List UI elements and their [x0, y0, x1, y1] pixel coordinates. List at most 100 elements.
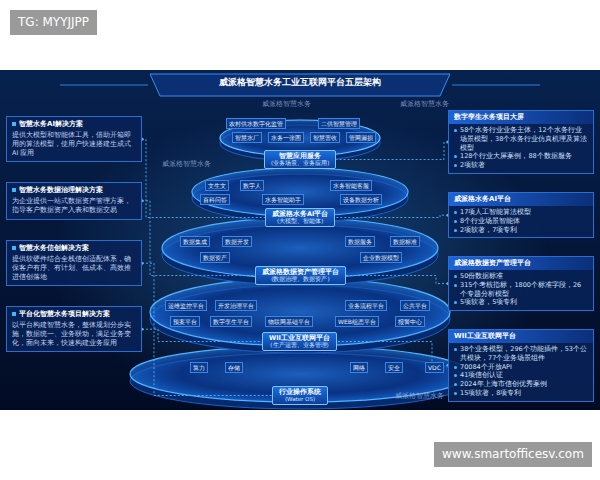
module-tile: 数据开发 — [222, 236, 252, 247]
module-tile: 数据标准 — [390, 236, 420, 247]
solution-panel: 平台化智慧水务项目解决方案以平台构建智慧水务，整体规划分步实施，数据统一、业务联… — [6, 306, 142, 352]
panel-heading: 威派格数据资产管理平台 — [262, 268, 339, 276]
panel-heading: 平台化智慧水务项目解决方案 — [12, 310, 136, 319]
connector-line — [336, 142, 448, 160]
panel-heading: WII工业互联网平台 — [449, 330, 593, 343]
diagram-title: 威派格智慧水务工业互联网平台五层架构 — [150, 77, 450, 88]
connector-line — [335, 215, 448, 217]
panel-body: (业务场景、业务应用) — [271, 160, 329, 167]
bullet-text: 50份数据标准 — [449, 272, 593, 281]
product-panel: 威派格水务AI平台17项人工智能算法模型8个行业场景智能体2项软著，7项专利 — [448, 192, 594, 238]
module-tile: 数据集成 — [180, 236, 210, 247]
panel-body: 以平台构建智慧水务，整体规划分步实施，数据统一、业务联动，满足业务变化，面向未来… — [12, 321, 136, 347]
diagram-ground — [0, 70, 600, 410]
module-tile: VDC — [425, 362, 444, 373]
tag-text: TG: MYYJJPP — [18, 14, 89, 31]
panel-heading: 智慧应用服务 — [271, 152, 329, 160]
module-tile: 农村供水数字化监管 — [226, 118, 286, 129]
product-panel: WII工业互联网平台 38个业务模型，296个功能插件，53个公共模块，77个业务… — [448, 329, 594, 402]
module-tile: WEB组态平台 — [335, 316, 379, 327]
panel-body: (大模型、智能体) — [272, 218, 328, 225]
module-tile: 预案平台 — [170, 316, 200, 327]
connector-line — [142, 263, 272, 395]
panel-heading: WII工业互联网平台 — [269, 334, 330, 342]
panel-body: (Water OS) — [279, 396, 321, 403]
layer-disk — [130, 346, 470, 402]
bullet-text: 2项软著，7项专利 — [449, 226, 593, 235]
module-tile: 二供智慧管理 — [318, 118, 360, 129]
bullet-text: 128个行业大屏案例，88个数据服务 — [449, 152, 593, 161]
bullet-text: 58个水务行业业务主体，12个水务行业场景模型，38个水务行业仿真机理及算法模型 — [449, 126, 593, 152]
panel-body: 提供大模型和智能体工具，借助开箱即用的算法模型，使用户快速搭建生成式 AI 应用 — [12, 131, 136, 157]
module-tile: 报警中心 — [395, 316, 425, 327]
panel-heading: 行业操作系统 — [279, 388, 321, 396]
title-rule — [452, 85, 540, 86]
module-tile: 水务智能助手 — [262, 194, 304, 205]
panel-body: 提供软硬件结合全栈信创适配体系，确保客户有序、有计划、低成本、高效推进信创落地 — [12, 255, 136, 281]
module-tile: 企业数据模型 — [360, 252, 402, 263]
module-tile: 开发治理平台 — [215, 300, 257, 311]
source-tag: TG: MYYJJPP — [10, 10, 97, 35]
module-tile: 业务流程平台 — [345, 300, 387, 311]
layer-label: 威派格数据资产管理平台(数据治理、数据资产) — [255, 266, 346, 285]
solution-panel: 智慧水务信创解决方案提供软硬件结合全栈信创适配体系，确保客户有序、有计划、低成本… — [6, 240, 142, 286]
connector-line — [346, 276, 448, 284]
panel-body: (数据治理、数据资产) — [262, 276, 339, 283]
bullet-text: 315个考核指标，1800个标准字段，26个专题分析模型 — [449, 281, 593, 299]
module-tile: 百科问答 — [200, 194, 230, 205]
bullet-text: 5项软著，5项专利 — [449, 298, 593, 307]
panel-heading: 智慧水务数据治理解决方案 — [12, 186, 136, 195]
bullet-text: 41项信创认证 — [449, 371, 593, 380]
bullet-text: 2项软著 — [449, 161, 593, 170]
module-tile: 水务一张图 — [268, 132, 304, 143]
connector-line — [142, 329, 262, 341]
layer-label: WII工业互联网平台(生产运营、业务管理) — [262, 332, 337, 351]
watermark: 威派格智慧水务 — [395, 392, 444, 401]
watermark: 威派格智慧水务 — [400, 100, 449, 109]
bullet-text: 17项人工智能算法模型 — [449, 208, 593, 217]
module-tile: 水务智能客服 — [330, 180, 372, 191]
product-panel: 数字孪生水务项目大屏 58个水务行业业务主体，12个水务行业场景模型，38个水务行… — [448, 110, 594, 174]
panel-body: (生产运营、业务管理) — [269, 342, 330, 349]
module-tile: 数字人 — [240, 180, 264, 191]
layer-disk — [162, 218, 438, 278]
module-tile: 公共平台 — [400, 300, 430, 311]
layer-label: 威派格水务AI平台(大模型、智能体) — [265, 208, 335, 227]
bullet-text: 38个业务模型，296个功能插件，53个公共模块，77个业务场景组件 — [449, 345, 593, 363]
bullet-text: 15项软著，8项专利 — [449, 389, 593, 398]
panel-heading: 威派格水务AI平台 — [272, 210, 328, 218]
module-tile: 算力 — [190, 362, 208, 373]
tag-text: www.smartofficesv.com — [442, 446, 584, 463]
layer-label: 智慧应用服务(业务场景、业务应用) — [264, 150, 336, 169]
module-tile: 文生文 — [205, 180, 229, 191]
module-tile: 网络 — [350, 362, 368, 373]
product-panel: 威派格数据资产管理平台 50份数据标准315个考核指标，1800个标准字段，26个… — [448, 256, 594, 311]
bullet-text: 70084个开放API — [449, 363, 593, 372]
panel-heading: 智慧水务信创解决方案 — [12, 244, 136, 253]
panel-heading: 威派格数据资产管理平台 — [449, 257, 593, 270]
module-tile: 安全 — [385, 362, 403, 373]
panel-heading: 数字孪生水务项目大屏 — [449, 111, 593, 124]
module-tile: 设备数据分析 — [340, 194, 382, 205]
module-tile: 数字孪生平台 — [210, 316, 252, 327]
connector-line — [142, 201, 255, 276]
bullet-text: 8个行业场景智能体 — [449, 217, 593, 226]
module-tile: 智慧营收 — [310, 132, 340, 143]
module-tile: 数据资产 — [200, 252, 230, 263]
bullet-text: 2024年上海市信创优秀案例 — [449, 380, 593, 389]
module-tile: 管网漏损 — [346, 132, 376, 143]
module-tile: 运维监控平台 — [165, 300, 207, 311]
panel-heading: 智慧水务AI解决方案 — [12, 120, 136, 129]
module-tile: 存储 — [225, 362, 243, 373]
layer-label: 行业操作系统(Water OS) — [272, 386, 328, 405]
module-tile: 智慧水厂 — [232, 132, 262, 143]
title-rule — [60, 85, 148, 86]
panel-body: 为企业提供一站式数据资产管理方案，指导客户数据资产入表和数据交易 — [12, 197, 136, 215]
module-tile: 物联网基础平台 — [265, 316, 313, 327]
module-tile: 数据服务 — [345, 236, 375, 247]
watermark: 威派格智慧水务 — [162, 160, 211, 169]
title-band — [150, 74, 450, 96]
connector-line — [142, 139, 265, 217]
layer-disk — [150, 278, 450, 346]
source-tag: www.smartofficesv.com — [434, 442, 592, 467]
